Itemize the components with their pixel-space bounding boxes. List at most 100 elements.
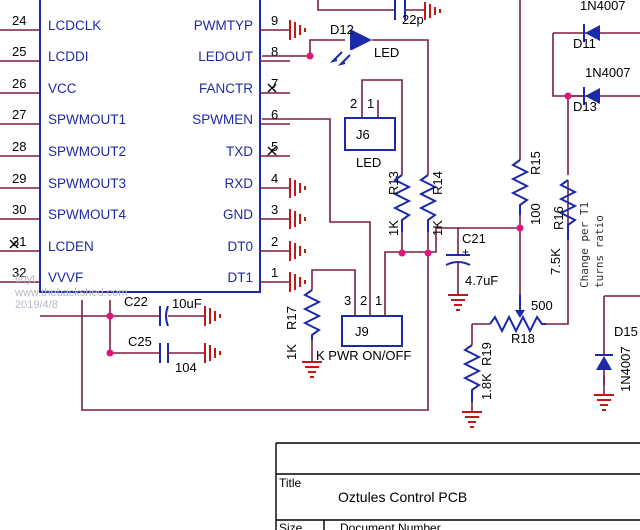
svg-text:R16: R16 <box>551 206 566 230</box>
pin-number: 29 <box>12 171 26 186</box>
ic-pin-left: 28 SPWMOUT2 <box>0 139 126 159</box>
svg-text:2: 2 <box>350 96 357 111</box>
pin-name: VVVF <box>48 270 83 285</box>
pin-number: 9 <box>271 13 278 28</box>
capacitor-c25: C25 104 <box>128 334 221 375</box>
svg-text:R13: R13 <box>386 171 401 195</box>
svg-text:C25: C25 <box>128 334 152 349</box>
svg-text:500: 500 <box>531 298 553 313</box>
pin-number: 32 <box>12 265 26 280</box>
junction <box>306 52 314 60</box>
ic-pin-right: 2 DT0 <box>227 234 290 254</box>
diode-d11: 1N4007 D11 <box>573 0 626 51</box>
capacitor-c21: C21 + 4.7uF <box>445 231 498 288</box>
pin-name: TXD <box>226 144 253 159</box>
svg-text:D11: D11 <box>573 36 596 51</box>
svg-text:Change per T1: Change per T1 <box>578 202 591 288</box>
pin-number: 25 <box>12 44 26 59</box>
pin-name: SPWMEN <box>192 112 253 127</box>
pin-name: VCC <box>48 81 77 96</box>
svg-text:turns ratio: turns ratio <box>593 215 606 288</box>
ic-right-pins: 9PWMTYP8LEDOUT7FANCTR6SPWMEN5TXD4RXD3GND… <box>192 13 290 285</box>
svg-text:1: 1 <box>375 293 382 308</box>
resistor-r13: R13 1K <box>386 171 412 236</box>
pin-number: 28 <box>12 139 26 154</box>
led-d12: D12 LED <box>329 22 399 66</box>
svg-text:tinyt: tinyt <box>15 273 35 285</box>
svg-text:C21: C21 <box>462 231 486 246</box>
svg-text:R14: R14 <box>430 171 445 195</box>
j9-ref: J9 <box>355 324 369 339</box>
svg-text:3: 3 <box>344 293 351 308</box>
junction <box>564 92 572 100</box>
svg-text:2: 2 <box>360 293 367 308</box>
ic-pin-right: 8 LEDOUT <box>198 44 290 64</box>
pin-name: LEDOUT <box>198 49 253 64</box>
svg-text:1N4007: 1N4007 <box>585 65 631 80</box>
d12-ref: D12 <box>330 22 354 37</box>
capacitor-22p: 22p <box>394 0 441 27</box>
pin-name: LCDDI <box>48 49 89 64</box>
ic-pin-right: 3 GND <box>223 202 290 222</box>
svg-text:C22: C22 <box>124 294 148 309</box>
j6-ref: J6 <box>356 127 370 142</box>
svg-text:100: 100 <box>528 203 543 225</box>
pin-number: 4 <box>271 171 278 186</box>
pin-name: LCDEN <box>48 239 94 254</box>
diode-d15: D15 1N4007 <box>595 324 638 392</box>
resistor-r17: R17 1K <box>284 289 322 360</box>
junction <box>106 349 114 357</box>
pin-number: 7 <box>271 76 278 91</box>
junction <box>106 312 114 320</box>
svg-text:1N4007: 1N4007 <box>618 346 633 392</box>
svg-text:1K: 1K <box>386 220 401 236</box>
pin-name: SPWMOUT2 <box>48 144 126 159</box>
svg-text:1.8K: 1.8K <box>479 373 494 400</box>
no-connect-marks <box>9 83 277 249</box>
pin-number: 1 <box>271 265 278 280</box>
svg-text:1: 1 <box>367 96 374 111</box>
svg-text:www.thebackshed.com: www.thebackshed.com <box>14 287 128 299</box>
svg-text:1K: 1K <box>430 220 445 236</box>
pin-number: 8 <box>271 44 278 59</box>
pin-name: SPWMOUT4 <box>48 207 126 222</box>
document-number-label: Document Number <box>340 521 441 530</box>
svg-text:R19: R19 <box>479 342 494 366</box>
j9-value: K PWR ON/OFF <box>316 348 411 363</box>
diode-d13: 1N4007 D13 <box>573 65 631 114</box>
d12-value: LED <box>374 45 399 60</box>
resistor-r19: R19 1.8K <box>462 335 494 402</box>
svg-text:R15: R15 <box>528 151 543 175</box>
resistor-r16: R16 7.5K <box>548 179 578 275</box>
connector-j9: 3 2 1 J9 K PWR ON/OFF <box>316 293 411 363</box>
pin-number: 3 <box>271 202 278 217</box>
title-label: Title <box>279 476 302 490</box>
ic-pin-left: 25 LCDDI <box>0 44 89 64</box>
size-label: Size <box>279 521 303 530</box>
resistor-r15: R15 100 <box>510 151 543 225</box>
pin-name: LCDCLK <box>48 18 101 33</box>
pin-name: GND <box>223 207 253 222</box>
junction-dots <box>106 52 572 357</box>
pin-number: 31 <box>12 234 26 249</box>
pin-name: RXD <box>224 176 253 191</box>
svg-text:4.7uF: 4.7uF <box>465 273 498 288</box>
title-value: Oztules Control PCB <box>338 489 467 505</box>
pin-name: DT0 <box>227 239 253 254</box>
svg-text:1K: 1K <box>284 344 299 360</box>
pin-number: 2 <box>271 234 278 249</box>
junction <box>398 249 406 257</box>
turns-ratio-note: Change per T1 turns ratio <box>578 202 606 288</box>
ic-right-grounds <box>289 20 306 292</box>
junction <box>424 249 432 257</box>
svg-text:D15: D15 <box>614 324 638 339</box>
